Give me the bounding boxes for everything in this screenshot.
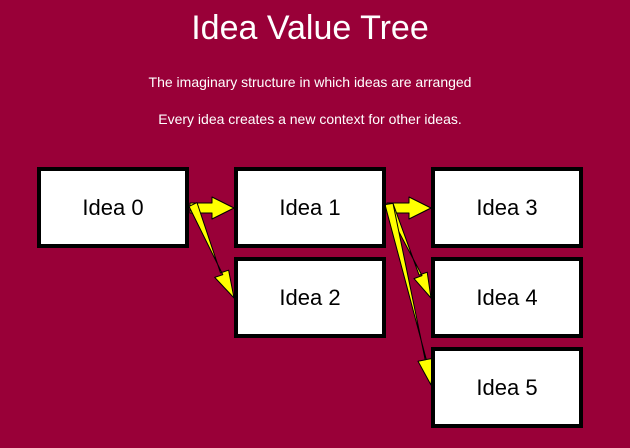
arrow-idea0-idea2	[188, 202, 235, 299]
subtitle-structure: The imaginary structure in which ideas a…	[148, 74, 472, 90]
idea-node-4[interactable]: Idea 4	[431, 257, 583, 338]
subtitle-context: Every idea creates a new context for oth…	[158, 111, 462, 127]
diagram-title: Idea Value Tree	[191, 9, 429, 47]
idea-node-2[interactable]: Idea 2	[234, 257, 386, 338]
idea-node-1[interactable]: Idea 1	[234, 167, 386, 248]
idea-node-5[interactable]: Idea 5	[431, 347, 583, 428]
idea-node-0[interactable]: Idea 0	[37, 167, 189, 248]
arrow-idea1-idea4	[384, 203, 432, 299]
arrow-idea1-idea5	[384, 202, 434, 386]
idea-node-3[interactable]: Idea 3	[431, 167, 583, 248]
